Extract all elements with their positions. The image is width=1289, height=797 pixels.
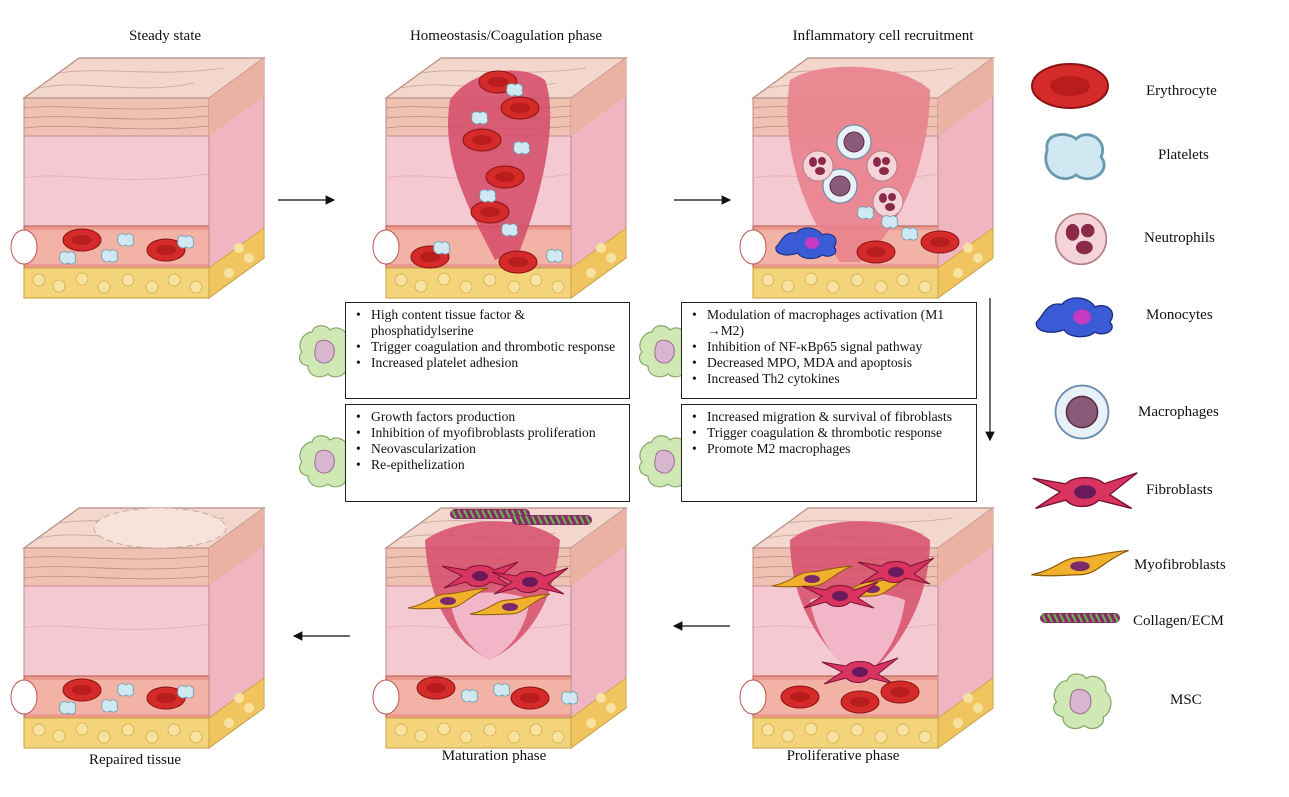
legend-icons [1030,63,1138,730]
prolif-effect-item: Trigger coagulation & thrombotic respons… [690,425,968,441]
stage-title-inflam: Inflammatory cell recruitment [792,28,974,44]
neutrophil-icon [1054,212,1108,266]
block-inflammatory [739,57,994,299]
block-maturation [372,507,627,749]
myofibroblast-icon [1030,549,1130,577]
platelet-icon [1044,133,1106,181]
matur-effect-item: Inhibition of myofibroblasts proliferati… [354,425,621,441]
prolif-effect-item: Promote M2 macrophages [690,441,968,457]
inflam-effects-box: Modulation of macrophages activation (M1… [681,302,977,399]
coag-effect-item: Trigger coagulation and thrombotic respo… [354,339,621,355]
legend-label-erythrocyte: Erythrocyte [1146,83,1217,99]
prolif-effect-item: Increased migration & survival of fibrob… [690,409,968,425]
matur-effect-item: Neovascularization [354,441,621,457]
block-proliferative [739,507,994,749]
prolif-effects-box: Increased migration & survival of fibrob… [681,404,977,502]
matur-effect-item: Growth factors production [354,409,621,425]
legend-label-fibroblasts: Fibroblasts [1146,482,1213,498]
coag-effect-item: Increased platelet adhesion [354,355,621,371]
coag-effects-box: High content tissue factor & phosphatidy… [345,302,630,399]
macrophage-icon [1054,384,1110,440]
stage-title-repaired: Repaired tissue [88,752,182,768]
legend-label-monocytes: Monocytes [1146,307,1213,323]
legend-label-collagen: Collagen/ECM [1133,613,1224,629]
stage-title-steady: Steady state [128,28,202,44]
block-coagulation [372,57,627,299]
legend-label-platelets: Platelets [1158,147,1209,163]
coag-effect-item: High content tissue factor & phosphatidy… [354,307,621,339]
inflam-effect-item: Inhibition of NF-κBp65 signal pathway [690,339,968,355]
block-steady-state [10,57,265,299]
stage-title-coag: Homeostasis/Coagulation phase [409,28,603,44]
legend-label-macrophages: Macrophages [1138,404,1219,420]
monocyte-icon [1035,297,1114,338]
inflam-effect-item: Decreased MPO, MDA and apoptosis [690,355,968,371]
erythrocyte-icon [1031,63,1109,109]
matur-effect-item: Re-epithelization [354,457,621,473]
msc-icon [1053,673,1112,730]
stage-title-matur: Maturation phase [441,748,547,764]
legend-label-myofibroblasts: Myofibroblasts [1134,557,1226,573]
legend-label-msc: MSC [1170,692,1202,708]
block-repaired [10,507,265,749]
stage-title-prolif: Proliferative phase [786,748,900,764]
fibroblast-icon [1032,472,1138,510]
legend-label-neutrophils: Neutrophils [1144,230,1215,246]
inflam-effect-item: Increased Th2 cytokines [690,371,968,387]
matur-effects-box: Growth factors production Inhibition of … [345,404,630,502]
collagen-icon [1039,612,1121,624]
inflam-effect-item: Modulation of macrophages activation (M1… [690,307,968,339]
